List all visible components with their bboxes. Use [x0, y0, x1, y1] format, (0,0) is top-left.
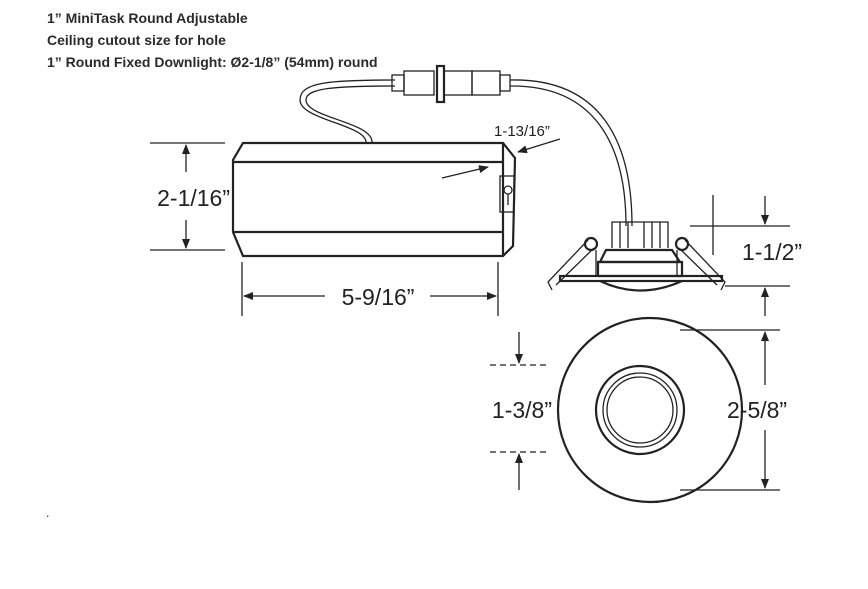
driver-box	[231, 141, 517, 258]
depth-arrow	[441, 165, 489, 179]
trim-front-view	[556, 316, 744, 504]
fixture-height-label: 1-1/2”	[742, 239, 802, 265]
fixture-side-view	[547, 221, 726, 292]
depth-arrow	[517, 138, 561, 154]
fixture-cable	[509, 79, 633, 227]
aperture-diameter-label: 1-3/8”	[492, 397, 552, 423]
cutout-size: 1” Round Fixed Downlight: Ø2-1/8” (54mm)…	[47, 54, 378, 70]
mounting-bracket	[499, 175, 515, 213]
cutout-label: Ceiling cutout size for hole	[47, 32, 226, 48]
driver-cable	[299, 79, 396, 144]
driver-depth-label: 1-13/16”	[494, 123, 550, 140]
driver-height-label: 2-1/16”	[157, 185, 230, 211]
title-line: 1” MiniTask Round Adjustable	[47, 10, 248, 26]
cable-connector	[391, 64, 511, 104]
trim-diameter-label: 2-5/8”	[727, 397, 787, 423]
driver-length-label: 5-9/16”	[342, 284, 415, 310]
footnote-dot: .	[46, 506, 50, 520]
